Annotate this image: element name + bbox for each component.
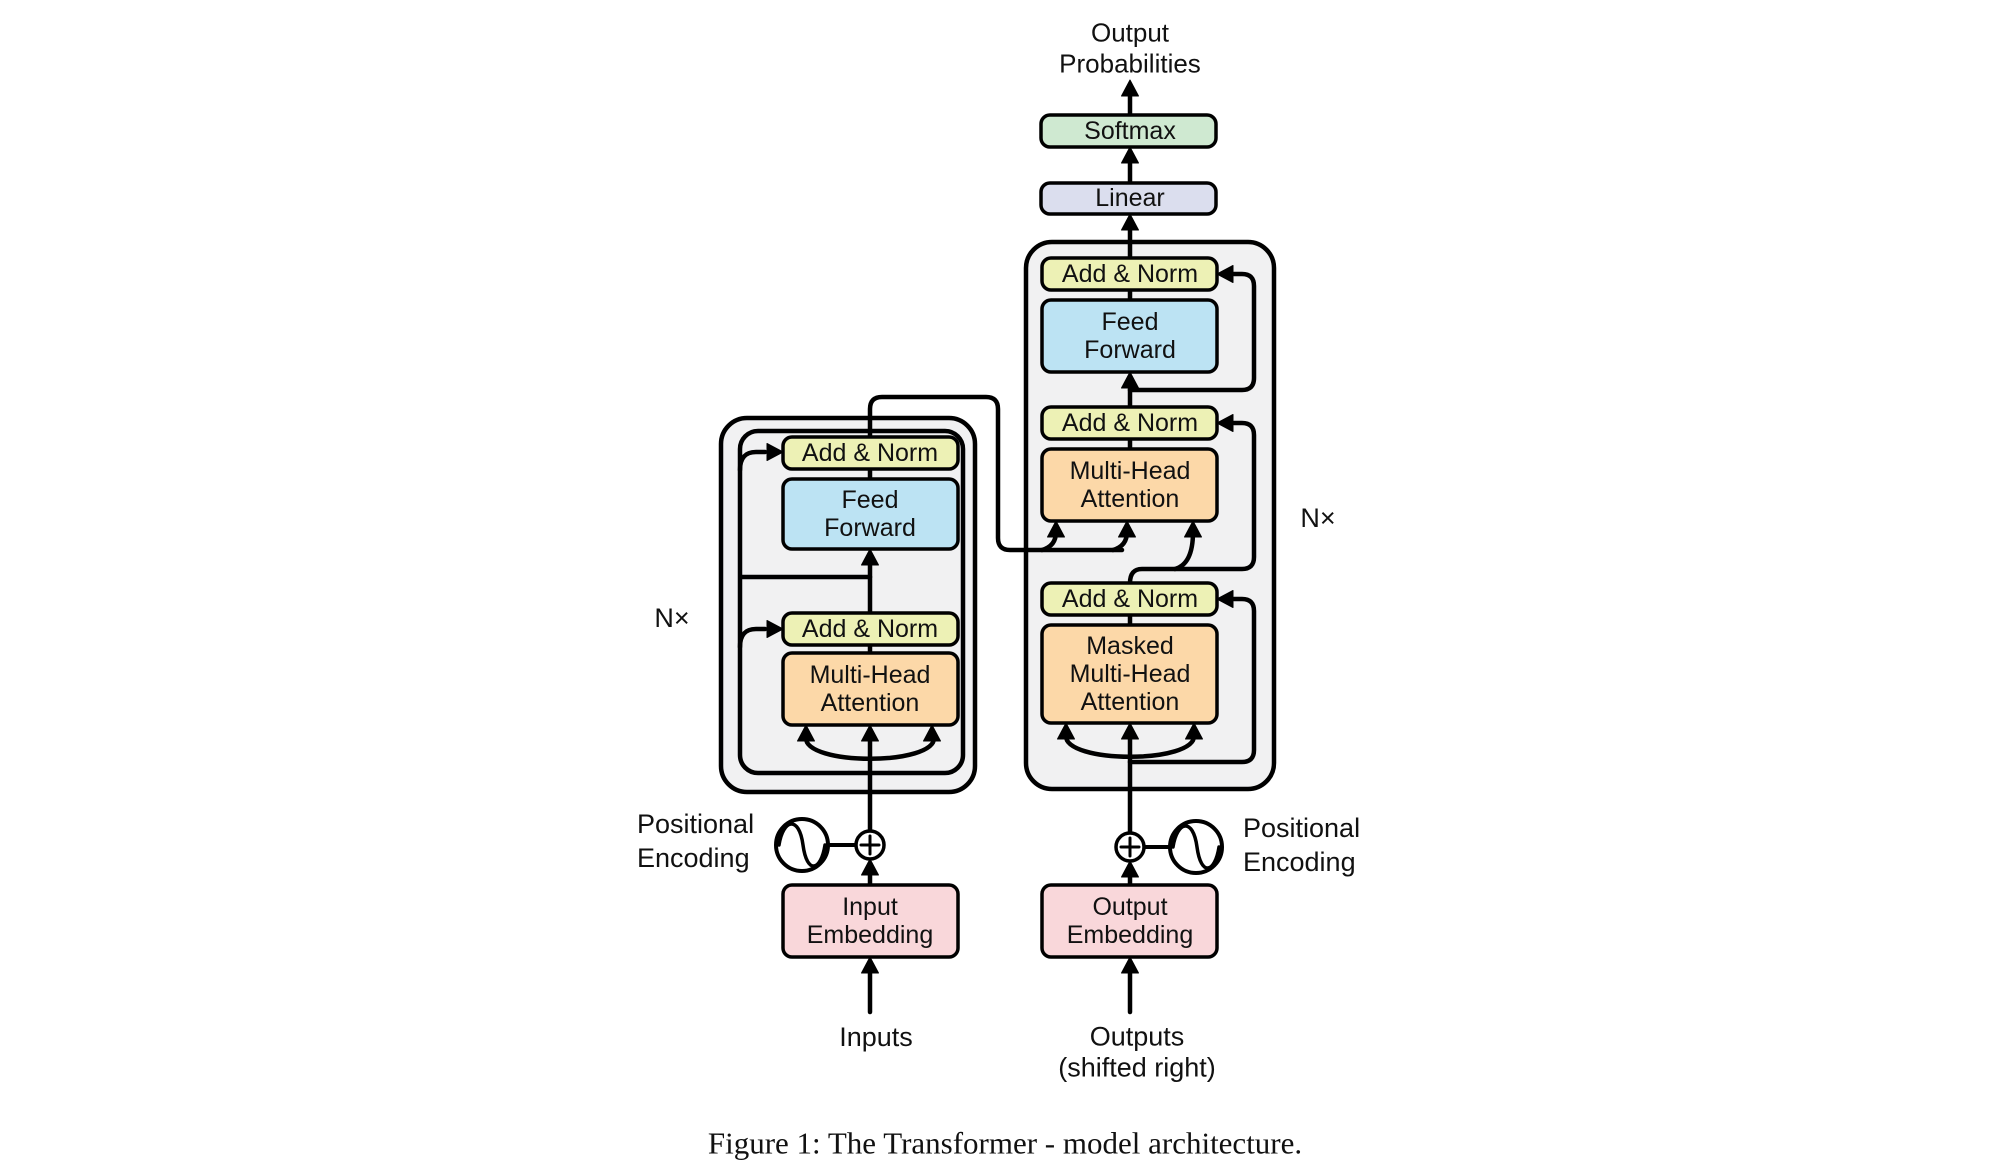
arrowhead-into-decoder-addnorm-middle bbox=[1216, 414, 1234, 432]
arrowhead-into-plus-left bbox=[861, 858, 879, 876]
plus-glyph bbox=[859, 834, 881, 856]
edge-encoder-qkv-fork bbox=[803, 734, 937, 761]
encoder-addnorm-lower-label: Add & Norm bbox=[802, 615, 938, 643]
edge-decoder-qkv-fork bbox=[1063, 732, 1197, 759]
arrowhead-into-encoder-addnorm-lower bbox=[766, 620, 784, 638]
edge-decoder-top-residual bbox=[1127, 271, 1257, 393]
decoder-addnorm-bottom-node bbox=[1040, 581, 1219, 617]
linear-node bbox=[1039, 181, 1218, 216]
softmax-label: Softmax bbox=[1084, 117, 1176, 145]
decoder-n-times-label: N× bbox=[1300, 503, 1335, 533]
encoder-addnorm-upper-label: Add & Norm bbox=[802, 439, 938, 467]
output-embedding-node bbox=[1040, 883, 1219, 959]
arrowhead-into-encoder-ff bbox=[861, 548, 879, 566]
edge-decoder-bottom-residual bbox=[1127, 596, 1257, 765]
encoder-addnorm-lower-node bbox=[781, 611, 960, 647]
arrowhead-into-decoder-addnorm-top bbox=[1216, 265, 1234, 283]
arrowhead-value-into-attention bbox=[1118, 520, 1136, 538]
edge-encoder-lower-residual-arrow bbox=[737, 626, 768, 650]
arrowhead-encoder-attention-left bbox=[797, 724, 815, 742]
encoder-n-times-label: N× bbox=[654, 603, 689, 633]
input-embedding-node bbox=[781, 883, 960, 959]
positional-symbols bbox=[774, 817, 1224, 875]
encoder-addnorm-upper-node bbox=[781, 435, 960, 471]
arrowhead-into-encoder-addnorm-upper bbox=[766, 443, 784, 461]
encoder-attention-node bbox=[781, 651, 960, 727]
decoder-cross-attention-node bbox=[1040, 447, 1219, 523]
arrowhead-into-output-embedding bbox=[1121, 956, 1139, 974]
arrowheads bbox=[766, 79, 1234, 974]
arrowhead-masked-attention-left bbox=[1057, 722, 1075, 740]
encoder-feed-forward-node bbox=[781, 477, 960, 551]
decoder-addnorm-middle-node bbox=[1040, 405, 1219, 441]
inputs-label: Inputs bbox=[839, 1022, 913, 1052]
sine-wave-glyph bbox=[1171, 824, 1221, 870]
encoder-residual-ring bbox=[737, 428, 966, 776]
masked-attention-node bbox=[1040, 623, 1219, 725]
plus-glyph bbox=[1119, 836, 1141, 858]
softmax-node bbox=[1039, 113, 1218, 149]
linear-label: Linear bbox=[1095, 184, 1165, 212]
decoder-addnorm-middle-label: Add & Norm bbox=[1062, 409, 1198, 437]
arrowhead-into-decoder-addnorm-bottom bbox=[1216, 590, 1234, 608]
decoder-addnorm-top-node bbox=[1040, 256, 1219, 292]
arrowhead-key-into-attention bbox=[1047, 520, 1065, 538]
decoder-addnorm-top-label: Add & Norm bbox=[1062, 260, 1198, 288]
arrowhead-masked-attention-right bbox=[1185, 722, 1203, 740]
decoder-addnorm-bottom-label: Add & Norm bbox=[1062, 585, 1198, 613]
edge-query-and-mid-residual bbox=[1127, 420, 1257, 586]
arrowhead-into-output-probabilities bbox=[1121, 79, 1139, 97]
edge-encoder-upper-residual-arrow bbox=[737, 449, 768, 473]
arrowhead-into-softmax bbox=[1121, 146, 1139, 164]
arrowhead-encoder-attention-right bbox=[923, 724, 941, 742]
arrowhead-masked-attention-center bbox=[1121, 722, 1139, 740]
decoder-feed-forward-node bbox=[1040, 298, 1219, 374]
arrowhead-into-linear bbox=[1121, 213, 1139, 231]
arrowhead-encoder-attention-center bbox=[861, 724, 879, 742]
outputs-label: Outputs(shifted right) bbox=[1058, 1022, 1216, 1083]
edge-encoder-output-to-decoder bbox=[867, 394, 1125, 553]
arrowhead-into-input-embedding bbox=[861, 956, 879, 974]
arrowhead-query-into-attention bbox=[1184, 520, 1202, 538]
figure-caption: Figure 1: The Transformer - model archit… bbox=[708, 1126, 1302, 1161]
arrowhead-into-plus-right bbox=[1121, 860, 1139, 878]
sine-wave-glyph bbox=[777, 822, 827, 868]
arrowhead-into-decoder-ff bbox=[1121, 371, 1139, 389]
